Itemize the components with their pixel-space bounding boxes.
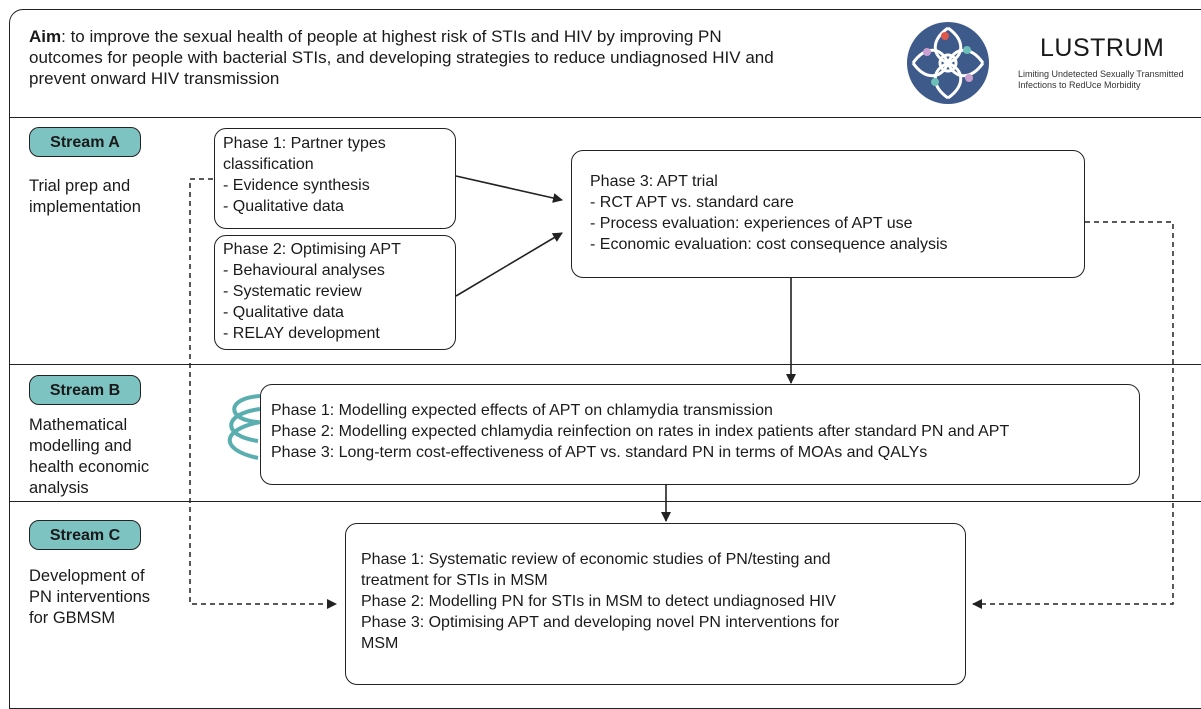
stream-b-description: Mathematical modelling and health econom… — [29, 416, 150, 497]
aim-statement: Aim: to improve the sexual health of peo… — [29, 26, 789, 89]
phase1-item: - Evidence synthesis — [223, 177, 370, 194]
logo-subtitle: Limiting Undetected Sexually Transmitted… — [1018, 69, 1184, 90]
stream-c-phase1-cont: treatment for STIs in MSM — [361, 572, 548, 589]
stream-a-description: Trial prep and implementation — [29, 177, 141, 216]
cycle-arrow-icon — [227, 394, 261, 460]
stream-c-phase3: Phase 3: Optimising APT and developing n… — [361, 614, 840, 631]
phase2-item: - RELAY development — [223, 325, 380, 342]
phase2-item: - Qualitative data — [223, 304, 344, 321]
stream-b-badge: Stream B — [29, 375, 141, 405]
phase1-item: - Qualitative data — [223, 198, 344, 215]
divider-stream-b-c — [9, 501, 1201, 502]
phase2-item: - Behavioural analyses — [223, 262, 385, 279]
aim-text: : to improve the sexual health of people… — [29, 27, 774, 88]
stream-a-phase2-box: Phase 2: Optimising APT - Behavioural an… — [214, 235, 456, 350]
logo-title: LUSTRUM — [1040, 34, 1165, 62]
lustrum-logo-icon — [907, 22, 989, 104]
stream-b-phase1: Phase 1: Modelling expected effects of A… — [271, 402, 773, 419]
stream-a-badge: Stream A — [29, 127, 141, 157]
phase3-item: - Economic evaluation: cost consequence … — [590, 236, 948, 253]
stream-a-phase3-box: Phase 3: APT trial - RCT APT vs. standar… — [571, 150, 1085, 278]
phase3-item: - Process evaluation: experiences of APT… — [590, 215, 913, 232]
phase2-title: Phase 2: Optimising APT — [223, 241, 401, 258]
phase3-item: - RCT APT vs. standard care — [590, 194, 794, 211]
stream-c-phase2: Phase 2: Modelling PN for STIs in MSM to… — [361, 593, 836, 610]
stream-c-badge: Stream C — [29, 520, 141, 550]
dashed-arrow-left — [189, 178, 337, 609]
aim-label: Aim — [29, 27, 62, 46]
stream-b-phase3: Phase 3: Long-term cost-effectiveness of… — [271, 444, 928, 461]
stream-b-phase2: Phase 2: Modelling expected chlamydia re… — [271, 423, 1010, 440]
phase3-title: Phase 3: APT trial — [590, 173, 718, 190]
stream-c-phase3-cont: MSM — [361, 635, 399, 652]
stream-c-phase1: Phase 1: Systematic review of economic s… — [361, 551, 831, 568]
stream-b-box: Phase 1: Modelling expected effects of A… — [260, 384, 1140, 485]
stream-a-phase1-box: Phase 1: Partner types classification - … — [214, 128, 456, 229]
phase1-line: classification — [223, 156, 314, 173]
divider-stream-a-b — [9, 364, 1201, 365]
arrow-phase1-to-phase3 — [455, 175, 563, 203]
stream-c-description: Development of PN interventions for GBMS… — [29, 567, 151, 627]
divider-header — [9, 117, 1201, 118]
phase1-title: Phase 1: Partner types — [223, 135, 386, 152]
arrow-phase2-to-phase3 — [455, 232, 563, 297]
stream-c-box: Phase 1: Systematic review of economic s… — [345, 523, 966, 685]
phase2-item: - Systematic review — [223, 283, 362, 300]
dashed-arrow-right — [972, 221, 1174, 609]
